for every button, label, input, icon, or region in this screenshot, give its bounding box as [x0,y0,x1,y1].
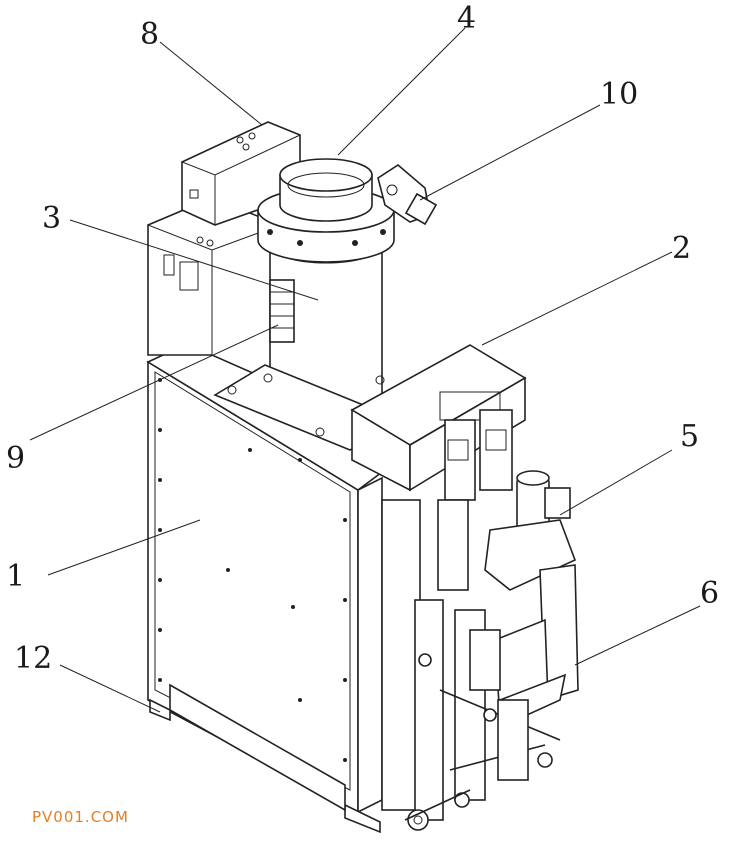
leader-2 [481,251,673,346]
leader-lines [29,27,701,713]
leader-10 [419,104,601,201]
motor-unit [484,470,577,591]
feed-inlet [257,158,395,263]
label-4: 4 [457,1,476,36]
leader-5 [559,449,673,516]
label-9: 9 [6,441,25,476]
label-3: 3 [42,201,61,236]
discharge-spout [494,564,579,727]
leader-9 [29,324,279,441]
leader-3 [69,219,319,301]
label-6: 6 [700,576,719,611]
leader-8 [159,41,263,126]
watermark: PV001.COM [32,808,129,826]
leader-6 [574,605,701,666]
label-1: 1 [6,559,25,594]
actuator-assembly [437,409,513,591]
label-2: 2 [672,231,691,266]
cabinet-rivets [158,378,347,762]
label-5: 5 [680,419,699,454]
label-8: 8 [140,17,159,52]
lower-frame [381,499,561,831]
leader-12 [59,664,161,713]
label-10: 10 [600,77,638,112]
leader-1 [47,519,201,576]
side-valve [377,164,438,226]
leader-4 [337,27,466,156]
label-12: 12 [14,641,52,676]
part-labels: 1 2 3 4 5 6 8 9 10 12 [6,1,719,676]
